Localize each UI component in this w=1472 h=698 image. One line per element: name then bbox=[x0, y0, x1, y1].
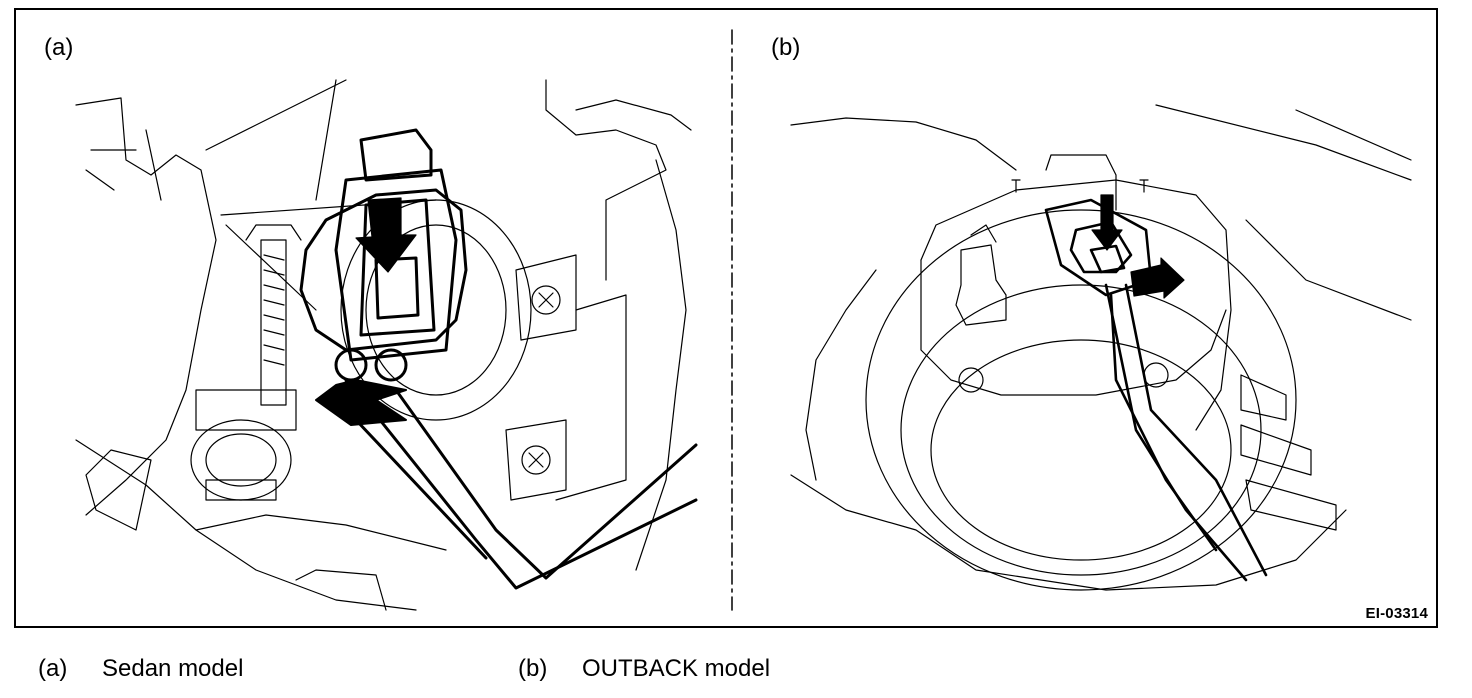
legend-key-a: (a) bbox=[38, 655, 68, 682]
panel-a-label: (a) bbox=[44, 34, 74, 61]
figure-id: EI-03314 bbox=[1365, 605, 1428, 622]
panel-b-drawing bbox=[790, 104, 1412, 591]
panel-a-drawing bbox=[75, 79, 698, 611]
legend-text-b: OUTBACK model bbox=[582, 655, 771, 682]
figure-frame: (a) (b) EI-03314 bbox=[14, 8, 1438, 628]
legend-item-a: (a) Sedan model bbox=[38, 656, 243, 682]
legend-item-b: (b) OUTBACK model bbox=[518, 656, 770, 682]
illustration bbox=[75, 29, 1412, 611]
panel-b-label: (b) bbox=[771, 34, 801, 61]
legend-key-b: (b) bbox=[518, 655, 548, 682]
legend-text-a: Sedan model bbox=[102, 655, 244, 682]
